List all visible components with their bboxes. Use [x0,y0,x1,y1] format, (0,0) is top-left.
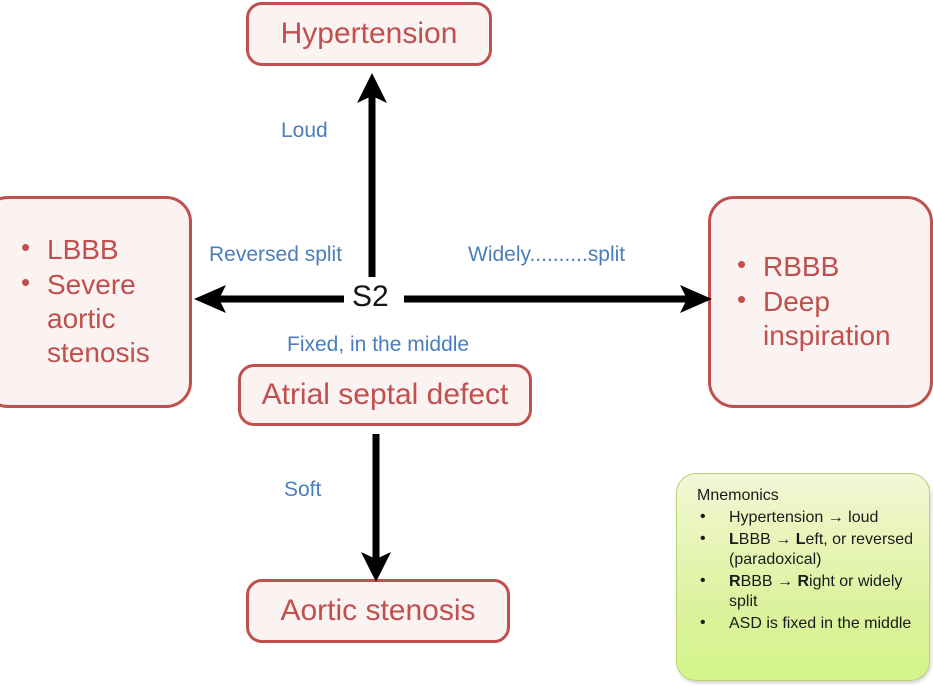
edge-label-widely-split: Widely..........split [468,243,626,266]
list-item: RBBB → Right or widely split [695,571,915,613]
arrow-up-icon [357,73,387,277]
arrow-left-icon [194,285,344,313]
edge-label-loud: Loud [281,119,328,142]
mnemonics-panel: Mnemonics Hypertension → loud LBBB → Lef… [676,473,930,681]
list-item: LBBB [13,232,189,267]
list-item: RBBB [729,249,930,284]
node-hypertension-label: Hypertension [280,16,458,50]
mnemonics-title: Mnemonics [697,487,779,504]
node-atrial-septal-defect[interactable]: Atrial septal defect [238,364,532,426]
list-item: Hypertension → loud [695,507,915,528]
list-item: LBBB → Left, or reversed (paradoxical) [695,529,915,571]
mnemonics-list: Hypertension → loud LBBB → Left, or reve… [695,507,915,634]
node-asd-label: Atrial septal defect [261,377,509,411]
node-rbbb[interactable]: RBBB Deep inspiration [708,196,933,408]
arrow-down-icon [361,434,391,582]
center-node-s2: S2 [352,280,389,313]
list-item: Severe aortic stenosis [13,267,189,369]
list-item: Deep inspiration [729,284,930,352]
node-aortic-stenosis[interactable]: Aortic stenosis [246,579,510,643]
edge-label-soft: Soft [284,478,322,501]
node-lbbb-list: LBBB Severe aortic stenosis [13,232,189,371]
edge-label-reversed-split: Reversed split [209,243,343,266]
node-aortic-stenosis-label: Aortic stenosis [280,593,476,627]
edge-label-fixed-in-the-middle: Fixed, in the middle [287,333,470,356]
arrow-right-icon [404,285,712,313]
node-hypertension[interactable]: Hypertension [246,2,492,66]
node-rbbb-list: RBBB Deep inspiration [729,249,930,355]
node-lbbb[interactable]: LBBB Severe aortic stenosis [0,196,192,408]
list-item: ASD is fixed in the middle [695,613,915,634]
